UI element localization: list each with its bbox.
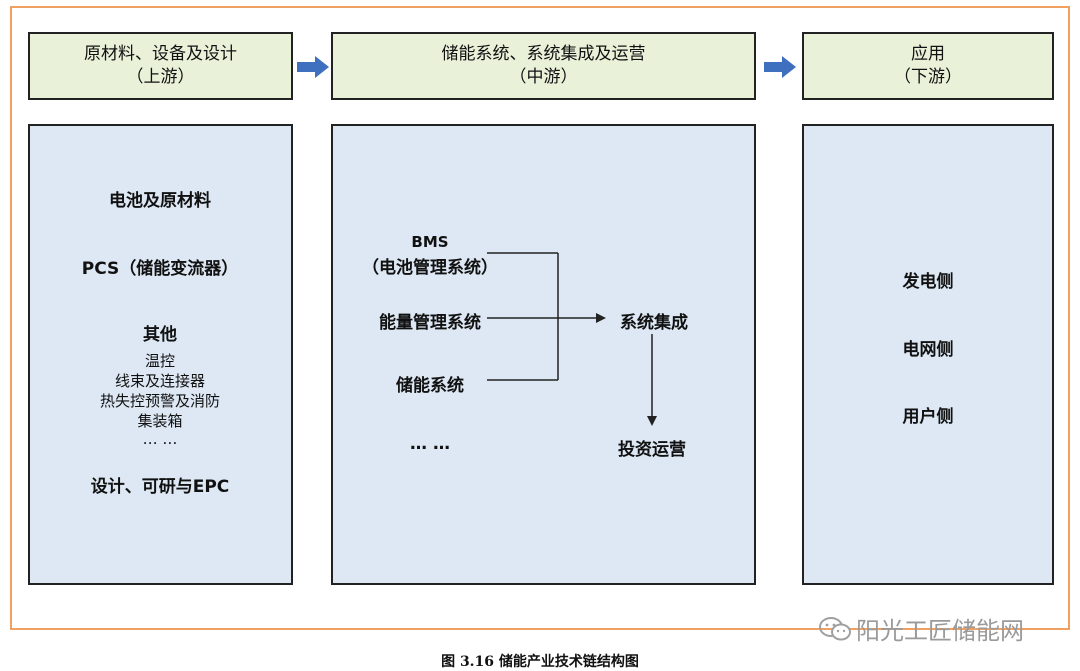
- upstream-other-item: 温控: [144, 352, 176, 370]
- midstream-ess: 储能系统: [396, 376, 464, 396]
- upstream-other-ellipsis: … …: [142, 430, 178, 448]
- stage-downstream-sub: （下游）: [894, 67, 962, 87]
- arrowhead-to-integration: [596, 313, 606, 323]
- upstream-battery-materials: 电池及原材料: [109, 191, 211, 211]
- right-arrow-icon: [297, 56, 329, 78]
- panel-midstream: [331, 124, 756, 585]
- right-arrow-icon: [764, 56, 796, 78]
- stage-upstream: 原材料、设备及设计 （上游）: [28, 32, 293, 100]
- upstream-other-item: 集装箱: [137, 412, 183, 430]
- wechat-icon: [819, 616, 851, 640]
- downstream-grid-side: 电网侧: [902, 340, 954, 360]
- arrowhead-to-operation: [647, 416, 657, 426]
- outer-frame: [10, 6, 1070, 630]
- watermark-text: 阳光工匠储能网: [856, 617, 1024, 645]
- stage-upstream-sub: （上游）: [126, 67, 195, 87]
- downstream-user-side: 用户侧: [902, 407, 954, 427]
- upstream-pcs: PCS（储能变流器）: [81, 259, 239, 279]
- stage-upstream-name: 原材料、设备及设计: [84, 44, 237, 64]
- midstream-ellipsis: … …: [410, 434, 450, 454]
- panel-upstream: [28, 124, 293, 585]
- upstream-design-epc: 设计、可研与EPC: [90, 477, 230, 497]
- stage-midstream: 储能系统、系统集成及运营 （中游）: [331, 32, 756, 100]
- watermark: 阳光工匠储能网: [818, 611, 1024, 646]
- upstream-other-item: 热失控预警及消防: [99, 392, 221, 410]
- midstream-integration: 系统集成: [620, 313, 688, 333]
- midstream-ems: 能量管理系统: [379, 313, 481, 333]
- panel-downstream: [802, 124, 1054, 585]
- upstream-other-item: 线束及连接器: [114, 372, 206, 390]
- stage-downstream: 应用 （下游）: [802, 32, 1054, 100]
- downstream-generation-side: 发电侧: [902, 272, 954, 292]
- stage-downstream-name: 应用: [911, 44, 945, 64]
- stage-midstream-sub: （中游）: [509, 67, 578, 87]
- stage-midstream-name: 储能系统、系统集成及运营: [441, 44, 646, 64]
- midstream-operation: 投资运营: [618, 440, 686, 460]
- midstream-bms: BMS: [411, 233, 449, 251]
- midstream-bms-desc: （电池管理系统）: [362, 258, 498, 278]
- upstream-others-heading: 其他: [143, 325, 177, 345]
- figure-caption: 图 3.16 储能产业技术链结构图: [441, 654, 639, 670]
